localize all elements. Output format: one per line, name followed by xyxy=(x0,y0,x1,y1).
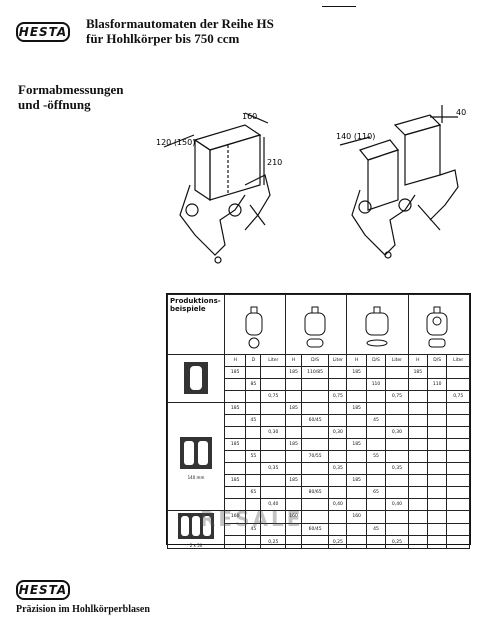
col-liter-2: Liter xyxy=(328,354,348,367)
col-liter-3: Liter xyxy=(385,354,409,367)
section-heading: Formabmessungen und -öffnung xyxy=(18,82,123,112)
group-label-2x50: 2 x 50 xyxy=(189,543,203,548)
production-examples-table: Produktions-beispiele H D Liter H D/S L xyxy=(166,293,471,549)
dim-top-left: 160 xyxy=(242,112,257,121)
bottle-handle-icon xyxy=(407,294,471,355)
table-row: 0,25 0,25 0,25 xyxy=(168,535,470,549)
col-ds-3: D/S xyxy=(365,354,387,367)
mold-triple-cell: 2 x 50 xyxy=(167,510,225,549)
bottle-oval-icon xyxy=(285,294,348,355)
mold-drawing-open: 40 140 (110) xyxy=(336,105,466,259)
col-ds-2: D/S xyxy=(300,354,330,367)
dim-top-right: 40 xyxy=(456,108,466,117)
bottle-round-icon xyxy=(223,294,287,355)
mold-drawing-closed: 160 120 (150) 210 xyxy=(156,112,282,264)
col-liter-4: Liter xyxy=(446,354,470,367)
bottle-flat-icon xyxy=(346,294,409,355)
section-line-2: und -öffnung xyxy=(18,97,91,112)
col-d-1: D xyxy=(245,354,262,367)
section-line-1: Formabmessungen xyxy=(18,82,124,97)
table-row: 0,30 0,30 0,30 xyxy=(168,426,470,439)
table-row: 0,40 0,40 0,40 xyxy=(168,498,470,511)
mold-single-cell xyxy=(167,354,225,403)
mold-double-cell: 140 mm xyxy=(167,402,225,511)
top-rule xyxy=(322,6,356,7)
dim-depth-right: 140 (110) xyxy=(336,132,375,141)
table-row: 140 mm 185 185 185 xyxy=(167,402,470,511)
dim-height-left: 210 xyxy=(267,158,282,167)
resale-watermark: RESALE xyxy=(200,507,304,531)
footer-tagline: Präzision im Hohlkörperblasen xyxy=(16,604,150,615)
col-h-2: H xyxy=(285,354,302,367)
col-ds-4: D/S xyxy=(427,354,448,367)
title-line-1: Blasformautomaten der Reihe HS xyxy=(86,16,274,31)
hesta-logo: HESTA xyxy=(16,22,70,42)
dim-depth-left: 120 (150) xyxy=(156,138,195,147)
table-row: 2 x 50 160 160 160 xyxy=(167,510,470,549)
page-title: Blasformautomaten der Reihe HS für Hohlk… xyxy=(86,16,274,46)
hesta-logo-footer: HESTA xyxy=(16,580,70,600)
col-h-3: H xyxy=(346,354,367,367)
table-row: 45 60/45 45 xyxy=(168,414,470,427)
col-h-4: H xyxy=(407,354,429,367)
col-liter-1: Liter xyxy=(260,354,287,367)
table-header-label: Produktions-beispiele xyxy=(167,294,225,355)
group-label-140: 140 mm xyxy=(187,475,205,480)
col-h-1: H xyxy=(223,354,247,367)
title-line-2: für Hohlkörper bis 750 ccm xyxy=(86,31,240,46)
